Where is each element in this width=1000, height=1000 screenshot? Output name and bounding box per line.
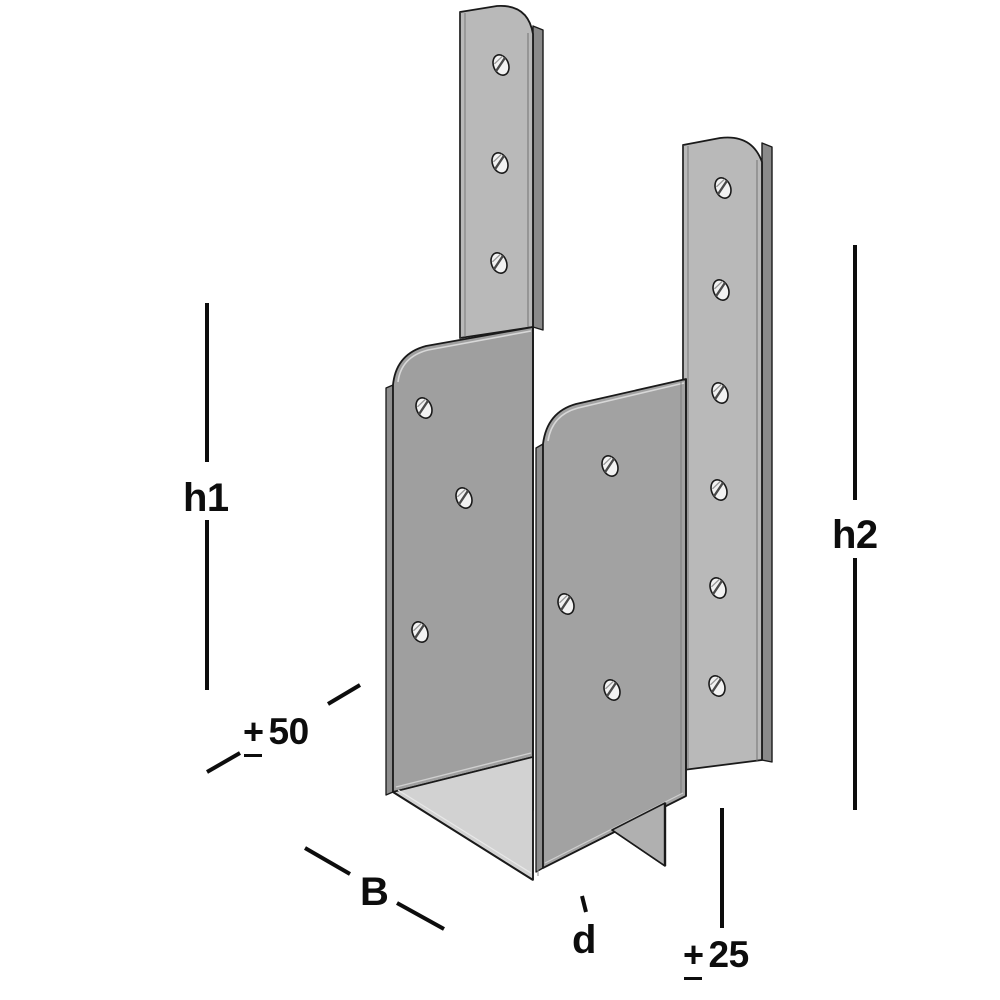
tolerance-50-value: 50 xyxy=(268,711,310,752)
dimension-label-h2: h2 xyxy=(832,513,878,557)
dim-line-tol50-upper xyxy=(326,683,362,706)
dim-line-tol50-lower xyxy=(206,751,241,774)
dim-line-b-right xyxy=(396,901,445,931)
tolerance-25-value: 25 xyxy=(708,934,750,975)
dimension-label-tolerance-25: +25 xyxy=(683,934,750,980)
dimension-label-d: d xyxy=(572,918,596,962)
dim-line-b-left xyxy=(303,846,352,876)
dim-line-d-tick xyxy=(580,895,588,913)
front-right-panel xyxy=(535,378,687,873)
right-tall-strap xyxy=(682,136,773,771)
base-floor xyxy=(392,756,687,881)
dimension-label-h1: h1 xyxy=(183,476,229,520)
dimension-lines xyxy=(205,245,857,931)
plus-minus-icon: + xyxy=(243,711,264,757)
bottom-tab xyxy=(611,802,667,867)
dimension-label-b: B xyxy=(360,870,389,914)
left-tall-strap xyxy=(459,5,544,339)
back-left-panel xyxy=(385,326,534,811)
plus-minus-icon: + xyxy=(683,934,704,980)
dimension-label-tolerance-50: +50 xyxy=(243,711,310,757)
